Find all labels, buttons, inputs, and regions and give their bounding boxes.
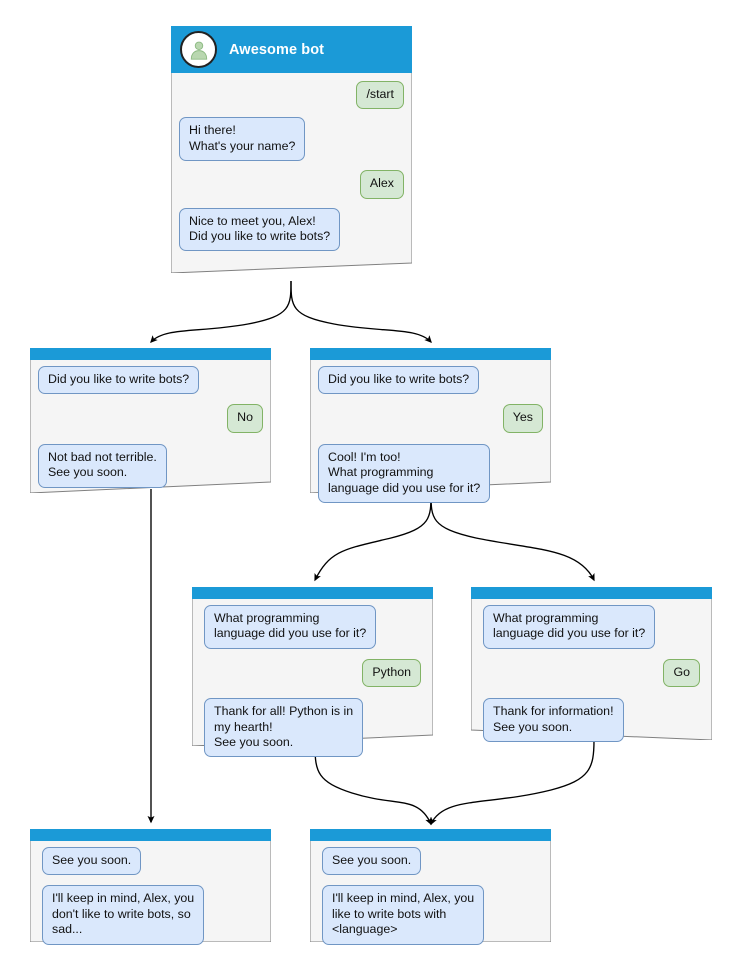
bot-name-label: Awesome bot <box>229 41 325 58</box>
message-bot: Hi there! What's your name? <box>179 117 306 162</box>
message-bot: I'll keep in mind, Alex, you like to wri… <box>322 885 485 945</box>
node-lang-go-header <box>471 587 712 599</box>
message-user: Python <box>362 658 421 688</box>
message-bot: What programming language did you use fo… <box>483 605 656 649</box>
node-answer-yes[interactable]: Did you like to write bots? Yes Cool! I'… <box>310 348 551 504</box>
node-answer-yes-chat: Did you like to write bots? Yes Cool! I'… <box>310 363 551 504</box>
node-lang-python-header <box>192 587 433 599</box>
node-answer-no[interactable]: Did you like to write bots? No Not bad n… <box>30 348 271 493</box>
node-start-chat: /start Hi there! What's your name? Alex … <box>171 81 412 252</box>
message-bot: Nice to meet you, Alex! Did you like to … <box>179 207 341 252</box>
node-start[interactable]: Awesome bot /start Hi there! What's your… <box>171 26 412 273</box>
node-end-happy-chat: See you soon. I'll keep in mind, Alex, y… <box>310 844 551 945</box>
message-bot: Thank for information! See you soon. <box>483 698 624 743</box>
message-bot: What programming language did you use fo… <box>204 605 377 649</box>
node-lang-python-chat: What programming language did you use fo… <box>192 602 433 758</box>
edge-go-to-happy <box>430 739 595 826</box>
message-user: /start <box>356 81 404 110</box>
message-user: Alex <box>359 170 404 199</box>
edge-start-to-no <box>150 280 292 343</box>
node-end-sad-header <box>30 829 271 841</box>
node-end-happy-header <box>310 829 551 841</box>
message-bot: See you soon. <box>322 847 422 876</box>
message-bot: I'll keep in mind, Alex, you don't like … <box>42 885 205 945</box>
node-end-sad[interactable]: See you soon. I'll keep in mind, Alex, y… <box>30 829 271 945</box>
node-end-happy[interactable]: See you soon. I'll keep in mind, Alex, y… <box>310 829 551 945</box>
message-user: No <box>227 404 263 433</box>
node-lang-go[interactable]: What programming language did you use fo… <box>471 587 712 743</box>
node-start-header: Awesome bot <box>171 26 412 73</box>
message-bot: See you soon. <box>42 847 142 876</box>
edge-start-to-yes <box>290 280 432 343</box>
message-bot: Cool! I'm too! What programming language… <box>318 443 491 504</box>
message-bot: Did you like to write bots? <box>318 366 480 395</box>
node-lang-go-chat: What programming language did you use fo… <box>471 602 712 743</box>
message-bot: Did you like to write bots? <box>38 366 200 395</box>
node-answer-yes-header <box>310 348 551 360</box>
message-bot: Not bad not terrible. See you soon. <box>38 443 167 488</box>
message-user: Go <box>663 658 700 688</box>
node-lang-python[interactable]: What programming language did you use fo… <box>192 587 433 758</box>
person-avatar-icon <box>180 31 217 68</box>
edge-yes-to-go <box>430 492 595 582</box>
node-answer-no-chat: Did you like to write bots? No Not bad n… <box>30 363 271 488</box>
node-answer-no-header <box>30 348 271 360</box>
edge-yes-to-python <box>314 492 432 582</box>
message-user: Yes <box>502 404 543 433</box>
message-bot: Thank for all! Python is in my hearth! S… <box>204 698 364 758</box>
edge-python-to-happy <box>314 745 432 826</box>
node-end-sad-chat: See you soon. I'll keep in mind, Alex, y… <box>30 844 271 945</box>
